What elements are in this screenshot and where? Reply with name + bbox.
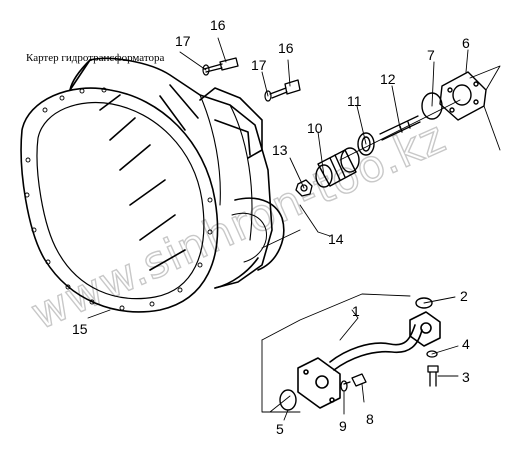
washer-17-upper	[202, 64, 210, 76]
washer-9	[340, 380, 348, 392]
callout-17-lower: 17	[251, 57, 267, 73]
callout-5: 5	[276, 421, 284, 437]
converter-housing	[20, 57, 285, 313]
callout-4: 4	[462, 336, 470, 352]
callout-14: 14	[328, 231, 344, 247]
pipe-1	[297, 311, 441, 409]
callout-6: 6	[462, 35, 470, 51]
callout-13: 13	[272, 142, 288, 158]
bolt-16-lower	[269, 79, 301, 99]
bolt-8	[343, 373, 367, 387]
callout-17-upper: 17	[175, 33, 191, 49]
o-ring-2	[415, 297, 433, 309]
callout-7: 7	[427, 47, 435, 63]
assembly-lines	[87, 37, 501, 421]
callout-12: 12	[380, 71, 396, 87]
cover-6	[439, 71, 487, 121]
nut-13	[295, 179, 313, 197]
washer-17-lower	[264, 90, 272, 102]
callout-numbers: 1 2 3 4 5 6 7 8 9 10 11 12 13 14 15 16 1…	[72, 17, 470, 437]
callout-16-upper: 16	[210, 17, 226, 33]
callout-10: 10	[307, 120, 323, 136]
callout-8: 8	[366, 411, 374, 427]
callout-3: 3	[462, 369, 470, 385]
callout-11: 11	[347, 93, 362, 109]
watermark-text: www.sinhron-too.kz	[24, 111, 454, 340]
o-ring-5	[279, 389, 297, 411]
callout-16-lower: 16	[278, 40, 294, 56]
callout-9: 9	[339, 418, 347, 434]
bolt-3	[427, 365, 439, 387]
washer-4	[426, 350, 438, 358]
callout-15: 15	[72, 321, 88, 337]
callout-2: 2	[460, 288, 468, 304]
strainer-10	[315, 147, 360, 188]
o-ring-11	[357, 132, 375, 156]
callout-1: 1	[352, 303, 360, 319]
